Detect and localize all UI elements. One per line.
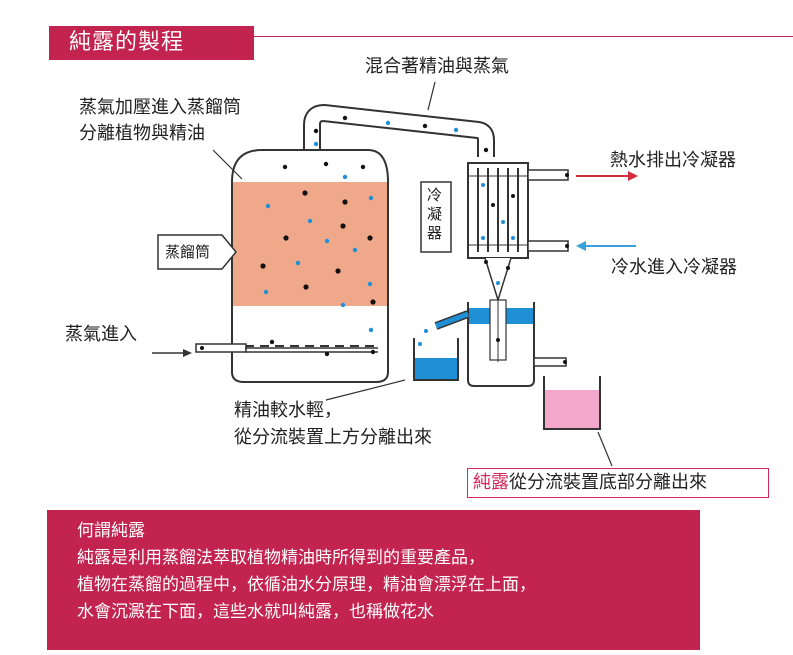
- leader-steam-pressure: [212, 149, 243, 180]
- label-steam-pressure-2: 分離植物與精油: [79, 123, 205, 144]
- separator-vessel: [434, 299, 567, 387]
- hydrosol-rest: 從分流裝置底部分離出來: [509, 472, 707, 493]
- label-steam-in: 蒸氣進入: [65, 324, 137, 345]
- plant-material: [233, 182, 387, 306]
- leader-hydrosol: [597, 431, 613, 467]
- info-line: 植物在蒸餾的過程中，依循油水分原理，精油會漂浮在上面，: [77, 575, 536, 595]
- hydrosol-word: 純露: [473, 472, 509, 493]
- steam-inlet-pipe: [195, 343, 378, 353]
- still-tag-shape: [157, 234, 237, 270]
- label-hot-water-out: 熱水排出冷凝器: [610, 150, 736, 171]
- info-panel: 何謂純露 純露是利用蒸餾法萃取植物精油時所得到的重要產品， 植物在蒸餾的過程中，…: [47, 510, 700, 650]
- label-condenser-tag: 冷凝器: [427, 186, 443, 242]
- info-line: 純露是利用蒸餾法萃取植物精油時所得到的重要產品，: [77, 548, 485, 568]
- label-mixed-vapor: 混合著精油與蒸氣: [365, 56, 509, 77]
- title-rule: [254, 36, 793, 37]
- label-oil-2: 從分流裝置上方分離出來: [234, 427, 432, 448]
- vapor-pipe: [303, 104, 495, 157]
- still-tank: [231, 149, 389, 383]
- page-title: 純露的製程: [49, 26, 254, 60]
- hot-water-arrow: [576, 171, 638, 181]
- label-still-tag: 蒸餾筒: [165, 243, 211, 261]
- steam-inlet-arrow: [152, 349, 192, 357]
- cold-water-arrow: [576, 241, 636, 251]
- condenser-tag-shape: [420, 181, 452, 253]
- particles: [200, 115, 569, 364]
- leader-mixed-vapor: [427, 81, 436, 111]
- hydrosol-beaker: [543, 376, 601, 430]
- leader-oil: [325, 379, 406, 401]
- info-line: 水會沉澱在下面，這些水就叫純露，也稱做花水: [77, 602, 434, 622]
- info-heading: 何謂純露: [77, 521, 145, 541]
- oil-beaker: [413, 338, 459, 381]
- label-oil-1: 精油較水輕，: [234, 400, 342, 421]
- label-cold-water-in: 冷水進入冷凝器: [611, 257, 737, 278]
- hydrosol-callout: 純露從分流裝置底部分離出來: [467, 468, 769, 498]
- label-steam-pressure-1: 蒸氣加壓進入蒸餾筒: [79, 97, 241, 118]
